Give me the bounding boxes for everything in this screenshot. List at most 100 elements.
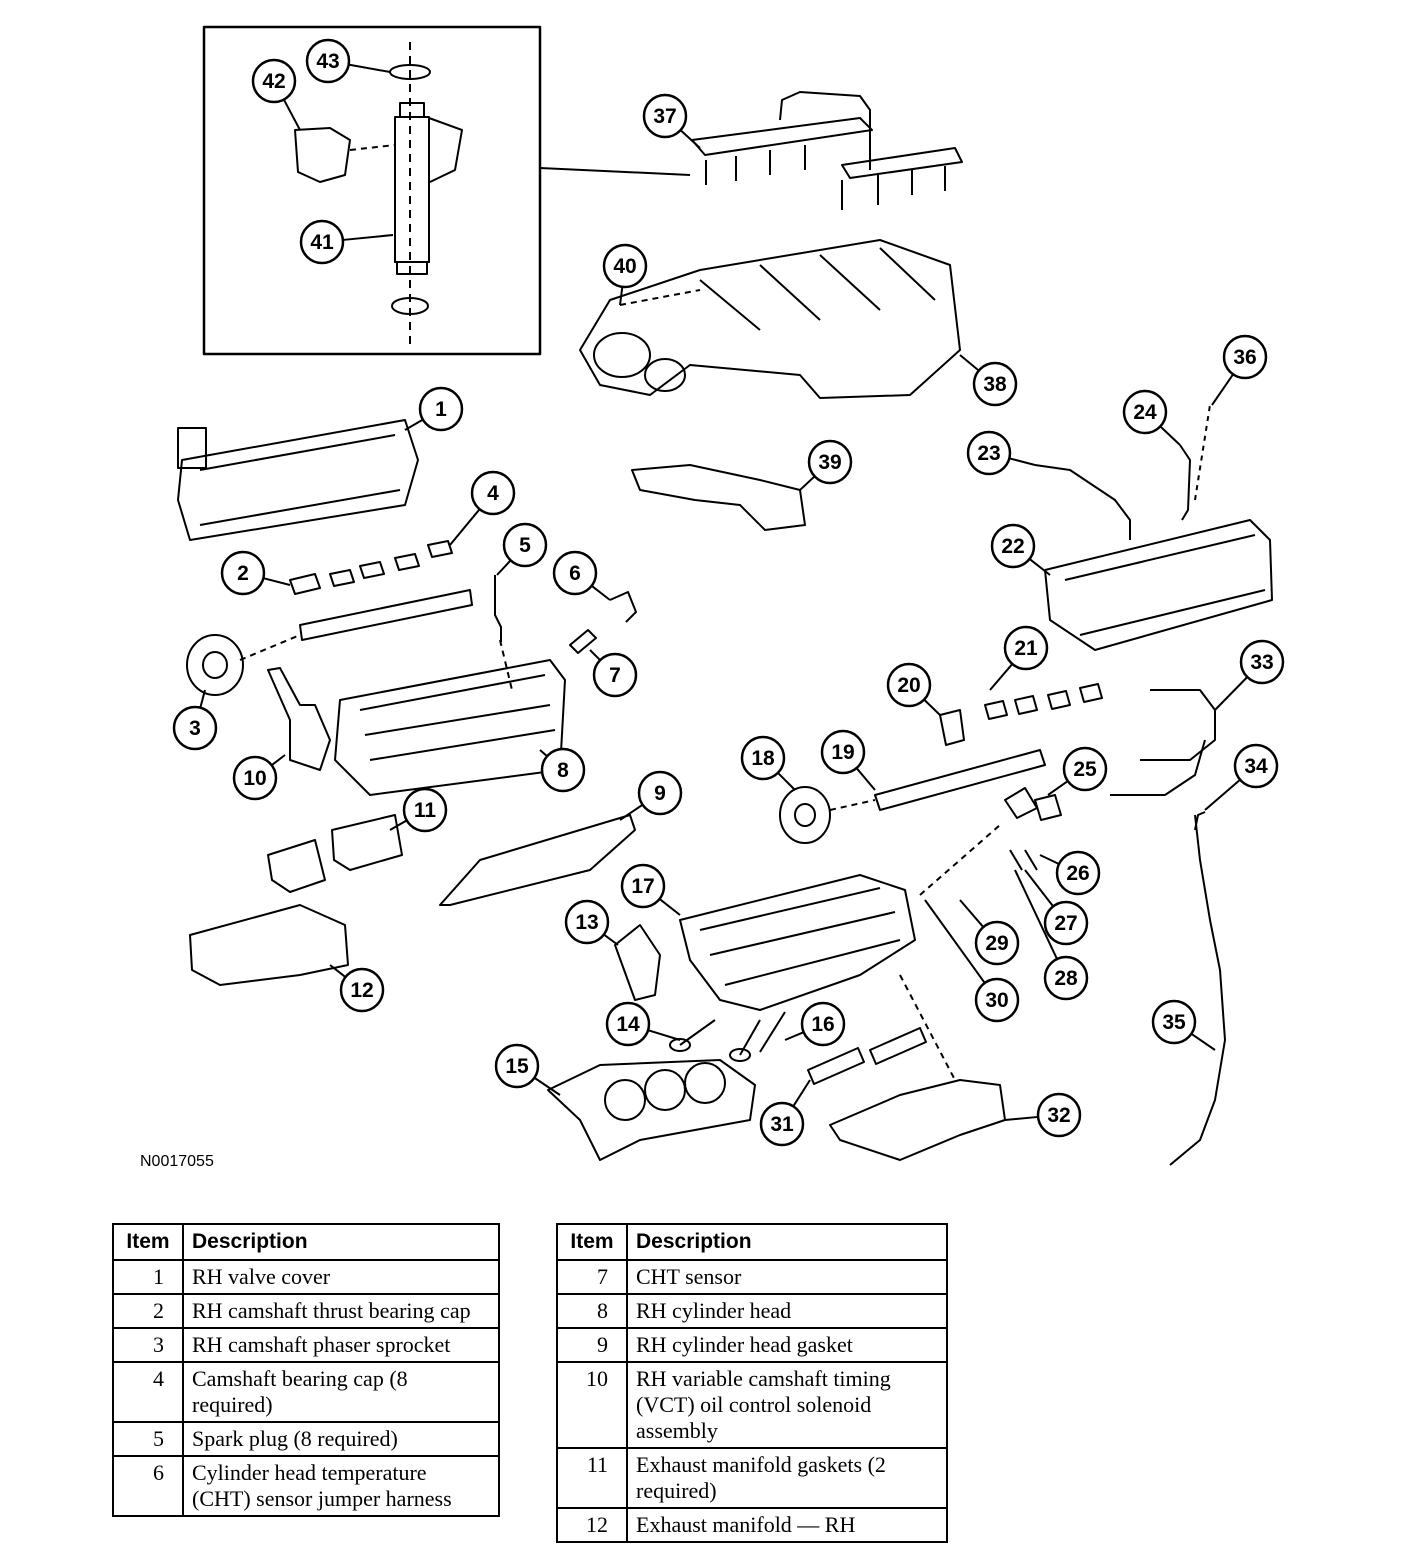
- callout-leader-line: [855, 767, 876, 791]
- callout-26: 26: [1039, 850, 1101, 896]
- callout-32: 32: [1004, 1092, 1082, 1138]
- callout-leader-line: [496, 559, 512, 576]
- callout-circle: [494, 1043, 540, 1089]
- callout-number: 30: [985, 989, 1008, 1012]
- callout-circle: [759, 1101, 805, 1147]
- callout-number: 23: [977, 442, 1000, 465]
- callout-number: 11: [414, 799, 437, 822]
- callout-leader-line: [263, 577, 291, 586]
- callout-25: 25: [1047, 746, 1108, 796]
- callout-21: 21: [989, 625, 1049, 691]
- legend-item: 12: [556, 1507, 628, 1543]
- callout-leader-line: [1214, 676, 1249, 711]
- callout-number: 9: [654, 782, 666, 805]
- callout-10: 10: [232, 754, 286, 801]
- callout-leader-line: [348, 63, 391, 73]
- callout-circle: [642, 93, 688, 139]
- callout-number: 10: [243, 767, 266, 790]
- callout-leader-line: [777, 772, 796, 791]
- callout-leader-line: [282, 99, 301, 131]
- legend-description: Spark plug (8 required): [182, 1421, 500, 1457]
- callout-number: 4: [487, 482, 499, 505]
- exploded-engine-diagram: 1234567891011121314151617181920212223242…: [172, 25, 1285, 1166]
- callout-number: 37: [653, 105, 676, 128]
- legend-description: RH camshaft phaser sprocket: [182, 1327, 500, 1363]
- legend-item: 4: [112, 1361, 184, 1423]
- callout-leader-line: [619, 803, 644, 821]
- callout-circle: [1003, 625, 1049, 671]
- callout-circle: [540, 747, 586, 793]
- callout-number: 40: [613, 255, 636, 278]
- callout-number: 6: [569, 562, 581, 585]
- callout-number: 35: [1162, 1011, 1186, 1034]
- callout-circle: [1233, 743, 1279, 789]
- callout-circle: [1055, 850, 1101, 896]
- callout-35: 35: [1151, 999, 1216, 1051]
- callout-number: 13: [575, 911, 598, 934]
- legend-description: RH camshaft thrust bearing cap: [182, 1293, 500, 1329]
- callout-leader-line: [799, 475, 816, 491]
- intake-manifold-drawing: [579, 239, 961, 399]
- callout-number: 2: [237, 562, 249, 585]
- callout-number: 8: [557, 759, 569, 782]
- callout-number: 21: [1014, 637, 1038, 660]
- callout-circle: [1222, 334, 1268, 380]
- callout-9: 9: [619, 770, 683, 821]
- callout-4: 4: [449, 470, 516, 546]
- callout-circle: [339, 967, 385, 1013]
- description-header: Description: [626, 1223, 948, 1261]
- callout-circle: [1043, 900, 1089, 946]
- callout-15: 15: [494, 1043, 561, 1096]
- callout-leader-line: [959, 899, 985, 928]
- callout-number: 17: [631, 875, 654, 898]
- callout-number: 22: [1001, 535, 1024, 558]
- callout-number: 24: [1133, 401, 1157, 424]
- callout-number: 29: [985, 932, 1008, 955]
- callout-number: 38: [983, 373, 1007, 396]
- callout-leader-line: [1159, 425, 1181, 446]
- legend-item: 9: [556, 1327, 628, 1363]
- callout-23: 23: [966, 430, 1036, 476]
- callout-circle: [232, 755, 278, 801]
- fuel-rail-drawing: [691, 91, 963, 210]
- callout-number: 27: [1054, 912, 1077, 935]
- callout-circle: [886, 662, 932, 708]
- item-header: Item: [112, 1223, 184, 1261]
- callout-circle: [552, 550, 598, 596]
- callout-leader-line: [1047, 780, 1069, 796]
- callout-circle: [592, 652, 638, 698]
- callout-43: 43: [305, 38, 391, 84]
- callout-33: 33: [1214, 639, 1285, 711]
- callout-leader-line: [679, 129, 701, 149]
- callout-circle: [1151, 999, 1197, 1045]
- callout-20: 20: [886, 662, 941, 716]
- callout-number: 20: [897, 674, 920, 697]
- callout-circle: [1043, 955, 1089, 1001]
- callout-leader-line: [389, 819, 408, 831]
- callout-number: 14: [616, 1013, 640, 1036]
- callout-5: 5: [496, 522, 548, 576]
- legend-description: RH variable camshaft timing (VCT) oil co…: [626, 1361, 948, 1449]
- callout-leader-line: [329, 964, 347, 978]
- callout-circle: [637, 770, 683, 816]
- callout-leader-line: [647, 1029, 681, 1041]
- callout-30: 30: [924, 899, 1020, 1023]
- callout-41: 41: [299, 219, 394, 265]
- callout-circle: [972, 361, 1018, 407]
- callout-circle: [974, 920, 1020, 966]
- callout-leader-line: [1211, 373, 1234, 406]
- callout-circle: [820, 729, 866, 775]
- callout-number: 19: [831, 741, 854, 764]
- callout-29: 29: [959, 899, 1020, 966]
- callout-leader-line: [923, 698, 941, 716]
- callout-number: 16: [811, 1013, 834, 1036]
- callout-leader-line: [619, 286, 624, 306]
- callout-leader-line: [658, 898, 681, 916]
- legend-item: 2: [112, 1293, 184, 1329]
